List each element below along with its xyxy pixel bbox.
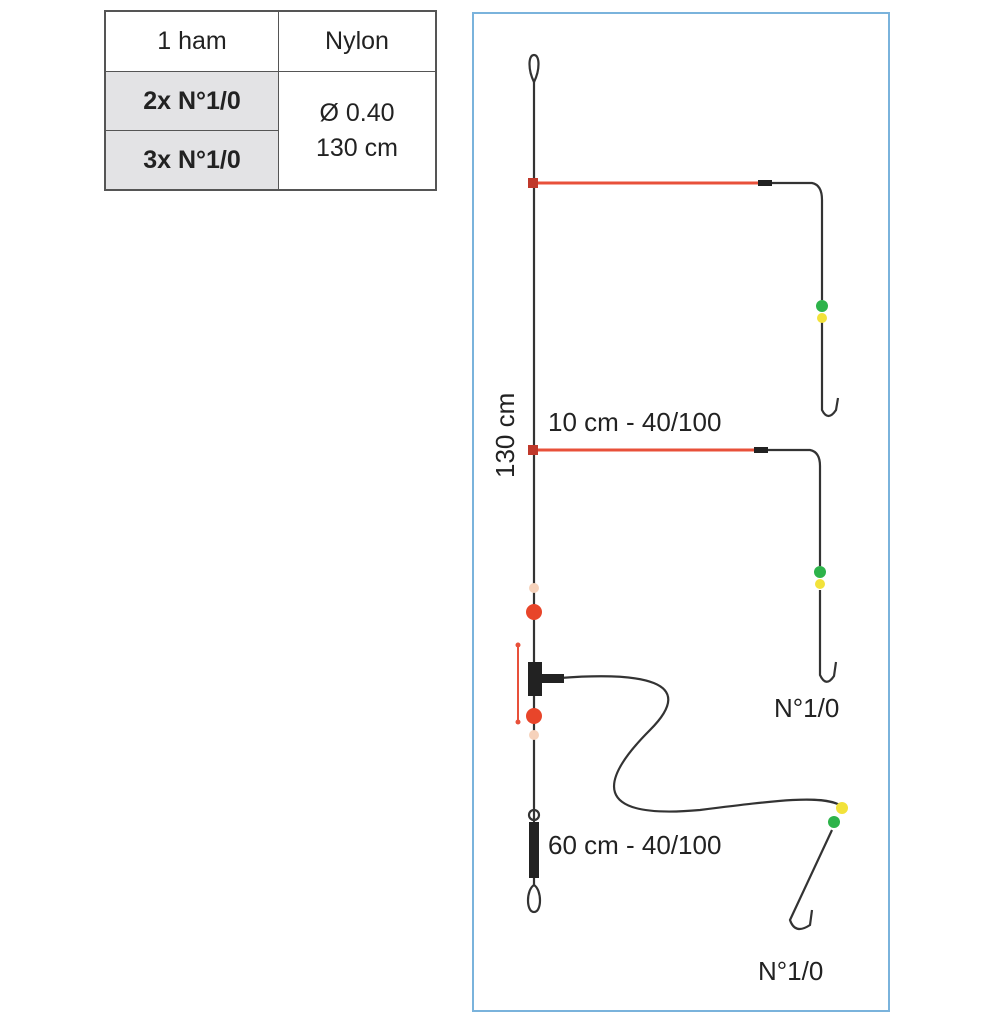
- swivel-ring: [527, 808, 541, 822]
- boom: [528, 662, 542, 696]
- spec-length: 130 cm: [316, 133, 398, 162]
- bottom-snap: [526, 884, 542, 914]
- bead-red-1: [526, 604, 542, 620]
- lower-label: 60 cm - 40/100: [548, 830, 721, 860]
- knot-2: [528, 445, 538, 455]
- bead-small-1: [529, 583, 539, 593]
- hook-3: [788, 829, 833, 931]
- header-nylon: Nylon: [278, 10, 437, 72]
- nylon-spec: Ø 0.40 130 cm: [278, 71, 437, 191]
- top-loop: [528, 53, 540, 83]
- branch-2-leader: [765, 448, 822, 566]
- hook-label-2: N°1/0: [758, 956, 823, 986]
- main-length-label: 130 cm: [490, 393, 520, 478]
- branch-1-leader: [770, 181, 824, 300]
- row-2x: 2x N°1/0: [104, 71, 279, 131]
- bead-red-2: [526, 708, 542, 724]
- branch-label: 10 cm - 40/100: [548, 407, 721, 437]
- lower-leader: [559, 675, 841, 813]
- hook-1: [820, 322, 840, 418]
- bead-yellow-2: [815, 579, 825, 589]
- bead-green-2: [814, 566, 826, 578]
- hook-label-1: N°1/0: [774, 693, 839, 723]
- boom-arm: [540, 674, 564, 683]
- bead-yellow-1: [817, 313, 827, 323]
- hook-2: [818, 590, 838, 683]
- bead-green-3: [828, 816, 840, 828]
- bead-yellow-3: [836, 802, 848, 814]
- spec-diameter: Ø 0.40: [319, 98, 395, 127]
- swivel: [529, 822, 539, 878]
- knot-1: [528, 178, 538, 188]
- sleeve-1: [758, 180, 772, 186]
- row-3x: 3x N°1/0: [104, 130, 279, 191]
- bead-green-1: [816, 300, 828, 312]
- bead-small-2: [529, 730, 539, 740]
- spec-table: 1 ham Nylon 2x N°1/0 Ø 0.40 130 cm 3x N°…: [104, 10, 437, 191]
- sleeve-2: [754, 447, 768, 453]
